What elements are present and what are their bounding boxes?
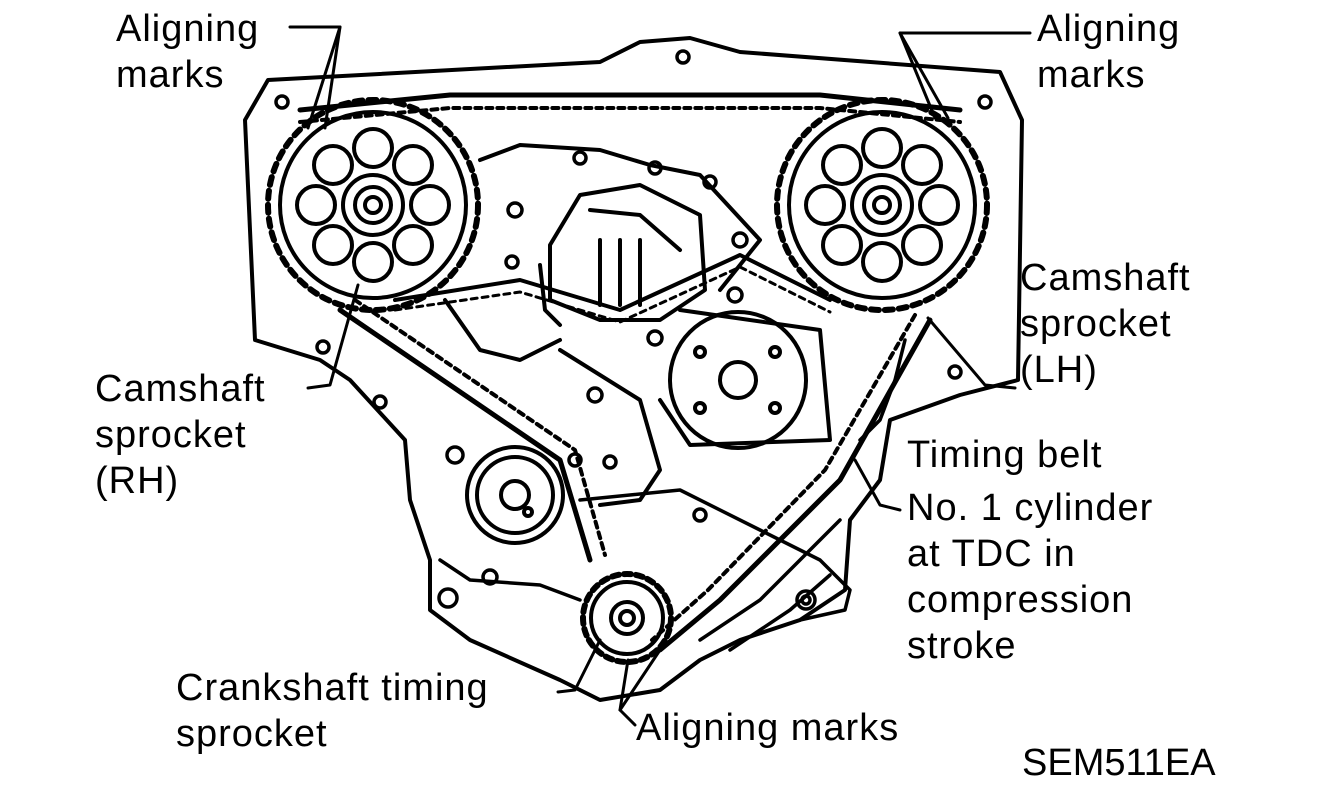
aligning-marks-label-top-left-line1: Aligning: [116, 8, 260, 50]
camshaft-sprocket-lh-label: Camshaft sprocket (LH): [1020, 255, 1191, 393]
tensioner-housing: [443, 143, 762, 507]
aligning-marks-label-top-right: Aligning marks: [1037, 6, 1180, 98]
no1-cylinder-label-line4: stroke: [907, 625, 1017, 667]
aligning-marks-label-top-right-line2: marks: [1037, 54, 1146, 96]
cover-bolt-holes: [274, 49, 993, 611]
camshaft-sprocket-lh-label-line3: (LH): [1020, 349, 1098, 391]
crankshaft-sprocket-label-line1: Crankshaft timing: [176, 667, 489, 709]
crankshaft-sprocket-label: Crankshaft timing sprocket: [176, 665, 489, 757]
lower-cover-details: [438, 338, 907, 652]
timing-belt-label: Timing belt: [907, 432, 1102, 478]
water-pump: [658, 308, 832, 450]
camshaft-sprocket-lh-label-line1: Camshaft: [1020, 257, 1191, 299]
aligning-marks-label-top-left: Aligning marks: [116, 6, 259, 98]
aligning-marks-label-bottom-text: Aligning marks: [636, 707, 900, 749]
timing-belt: [297, 92, 963, 653]
timing-belt-label-text: Timing belt: [907, 434, 1103, 476]
camshaft-sprocket-rh-label-line1: Camshaft: [95, 368, 266, 410]
no1-cylinder-label-line1: No. 1 cylinder: [907, 487, 1154, 529]
camshaft-sprocket-lh: [774, 97, 990, 313]
aligning-marks-label-top-left-line2: marks: [116, 54, 225, 96]
aligning-marks-label-bottom: Aligning marks: [636, 705, 899, 751]
leader-lines: [288, 25, 1032, 727]
figure-code-text: SEM511EA: [1022, 742, 1216, 784]
no1-cylinder-label-line2: at TDC in: [907, 533, 1076, 575]
aligning-marks-label-top-right-line1: Aligning: [1037, 8, 1181, 50]
no1-cylinder-label-line3: compression: [907, 579, 1134, 621]
figure-code: SEM511EA: [1022, 740, 1216, 786]
camshaft-sprocket-rh-label: Camshaft sprocket (RH): [95, 366, 266, 504]
camshaft-sprocket-rh: [265, 97, 481, 313]
crankshaft-sprocket-label-line2: sprocket: [176, 713, 328, 755]
camshaft-sprocket-rh-label-line2: sprocket: [95, 414, 247, 456]
engine-cover-outline: [243, 36, 1024, 702]
no1-cylinder-label: No. 1 cylinder at TDC in compression str…: [907, 485, 1153, 669]
belt-tensioner-pulley: [465, 445, 565, 545]
camshaft-sprocket-rh-label-line3: (RH): [95, 460, 180, 502]
camshaft-sprocket-lh-label-line2: sprocket: [1020, 303, 1172, 345]
